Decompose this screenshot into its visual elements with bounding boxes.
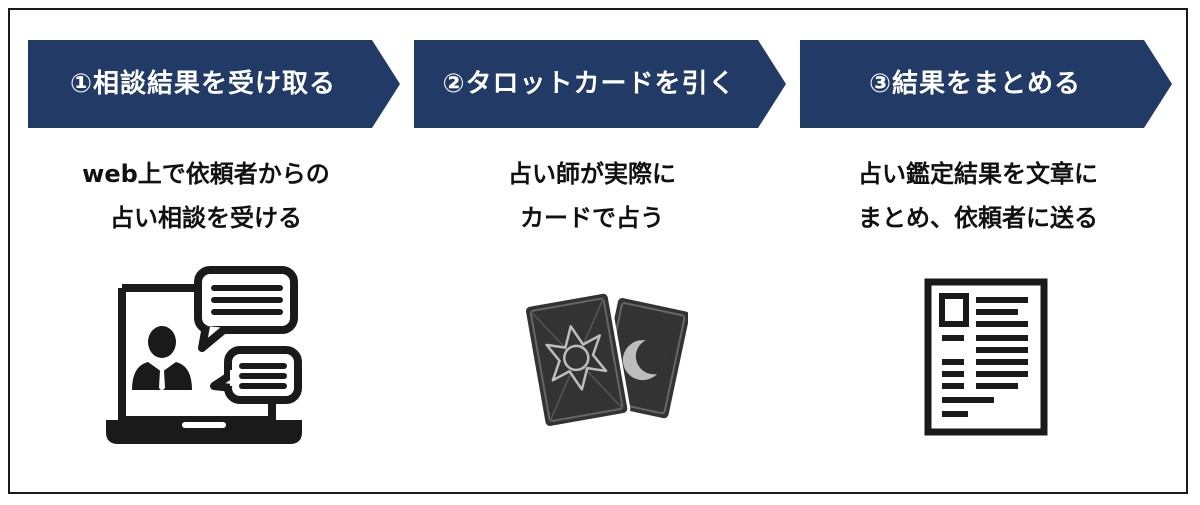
step-3: ③結果をまとめる 占い鑑定結果を文章に まとめ、依頼者に送る — [800, 40, 1172, 440]
step-1: ①相談結果を受け取る web上で依頼者からの 占い相談を受ける — [28, 40, 400, 444]
step-2-description-line-2: カードで占う — [520, 204, 664, 232]
step-3-description-line-1: 占い鑑定結果を文章に — [858, 160, 1098, 188]
step-2-title: ②タロットカードを引く — [442, 69, 736, 99]
step-3-banner — [800, 40, 1172, 128]
step-2: ②タロットカードを引く 占い師が実際に カードで占う — [414, 40, 786, 440]
consultation-laptop-icon — [106, 266, 302, 444]
step-1-description: web上で依頼者からの 占い相談を受ける — [28, 152, 384, 240]
document-icon — [924, 278, 1048, 436]
tarot-cards-icon — [524, 290, 688, 429]
step-1-banner — [28, 40, 400, 128]
step-3-description: 占い鑑定結果を文章に まとめ、依頼者に送る — [800, 152, 1156, 240]
step-1-description-line-2: 占い相談を受ける — [110, 204, 302, 232]
step-1-description-line-1: web上で依頼者からの — [82, 160, 330, 188]
step-3-title: ③結果をまとめる — [868, 69, 1081, 99]
step-1-title: ①相談結果を受け取る — [69, 69, 336, 99]
step-2-banner — [414, 40, 786, 128]
step-2-description: 占い師が実際に カードで占う — [414, 152, 770, 240]
step-2-description-line-1: 占い師が実際に — [508, 160, 676, 188]
step-3-description-line-2: まとめ、依頼者に送る — [858, 204, 1098, 232]
